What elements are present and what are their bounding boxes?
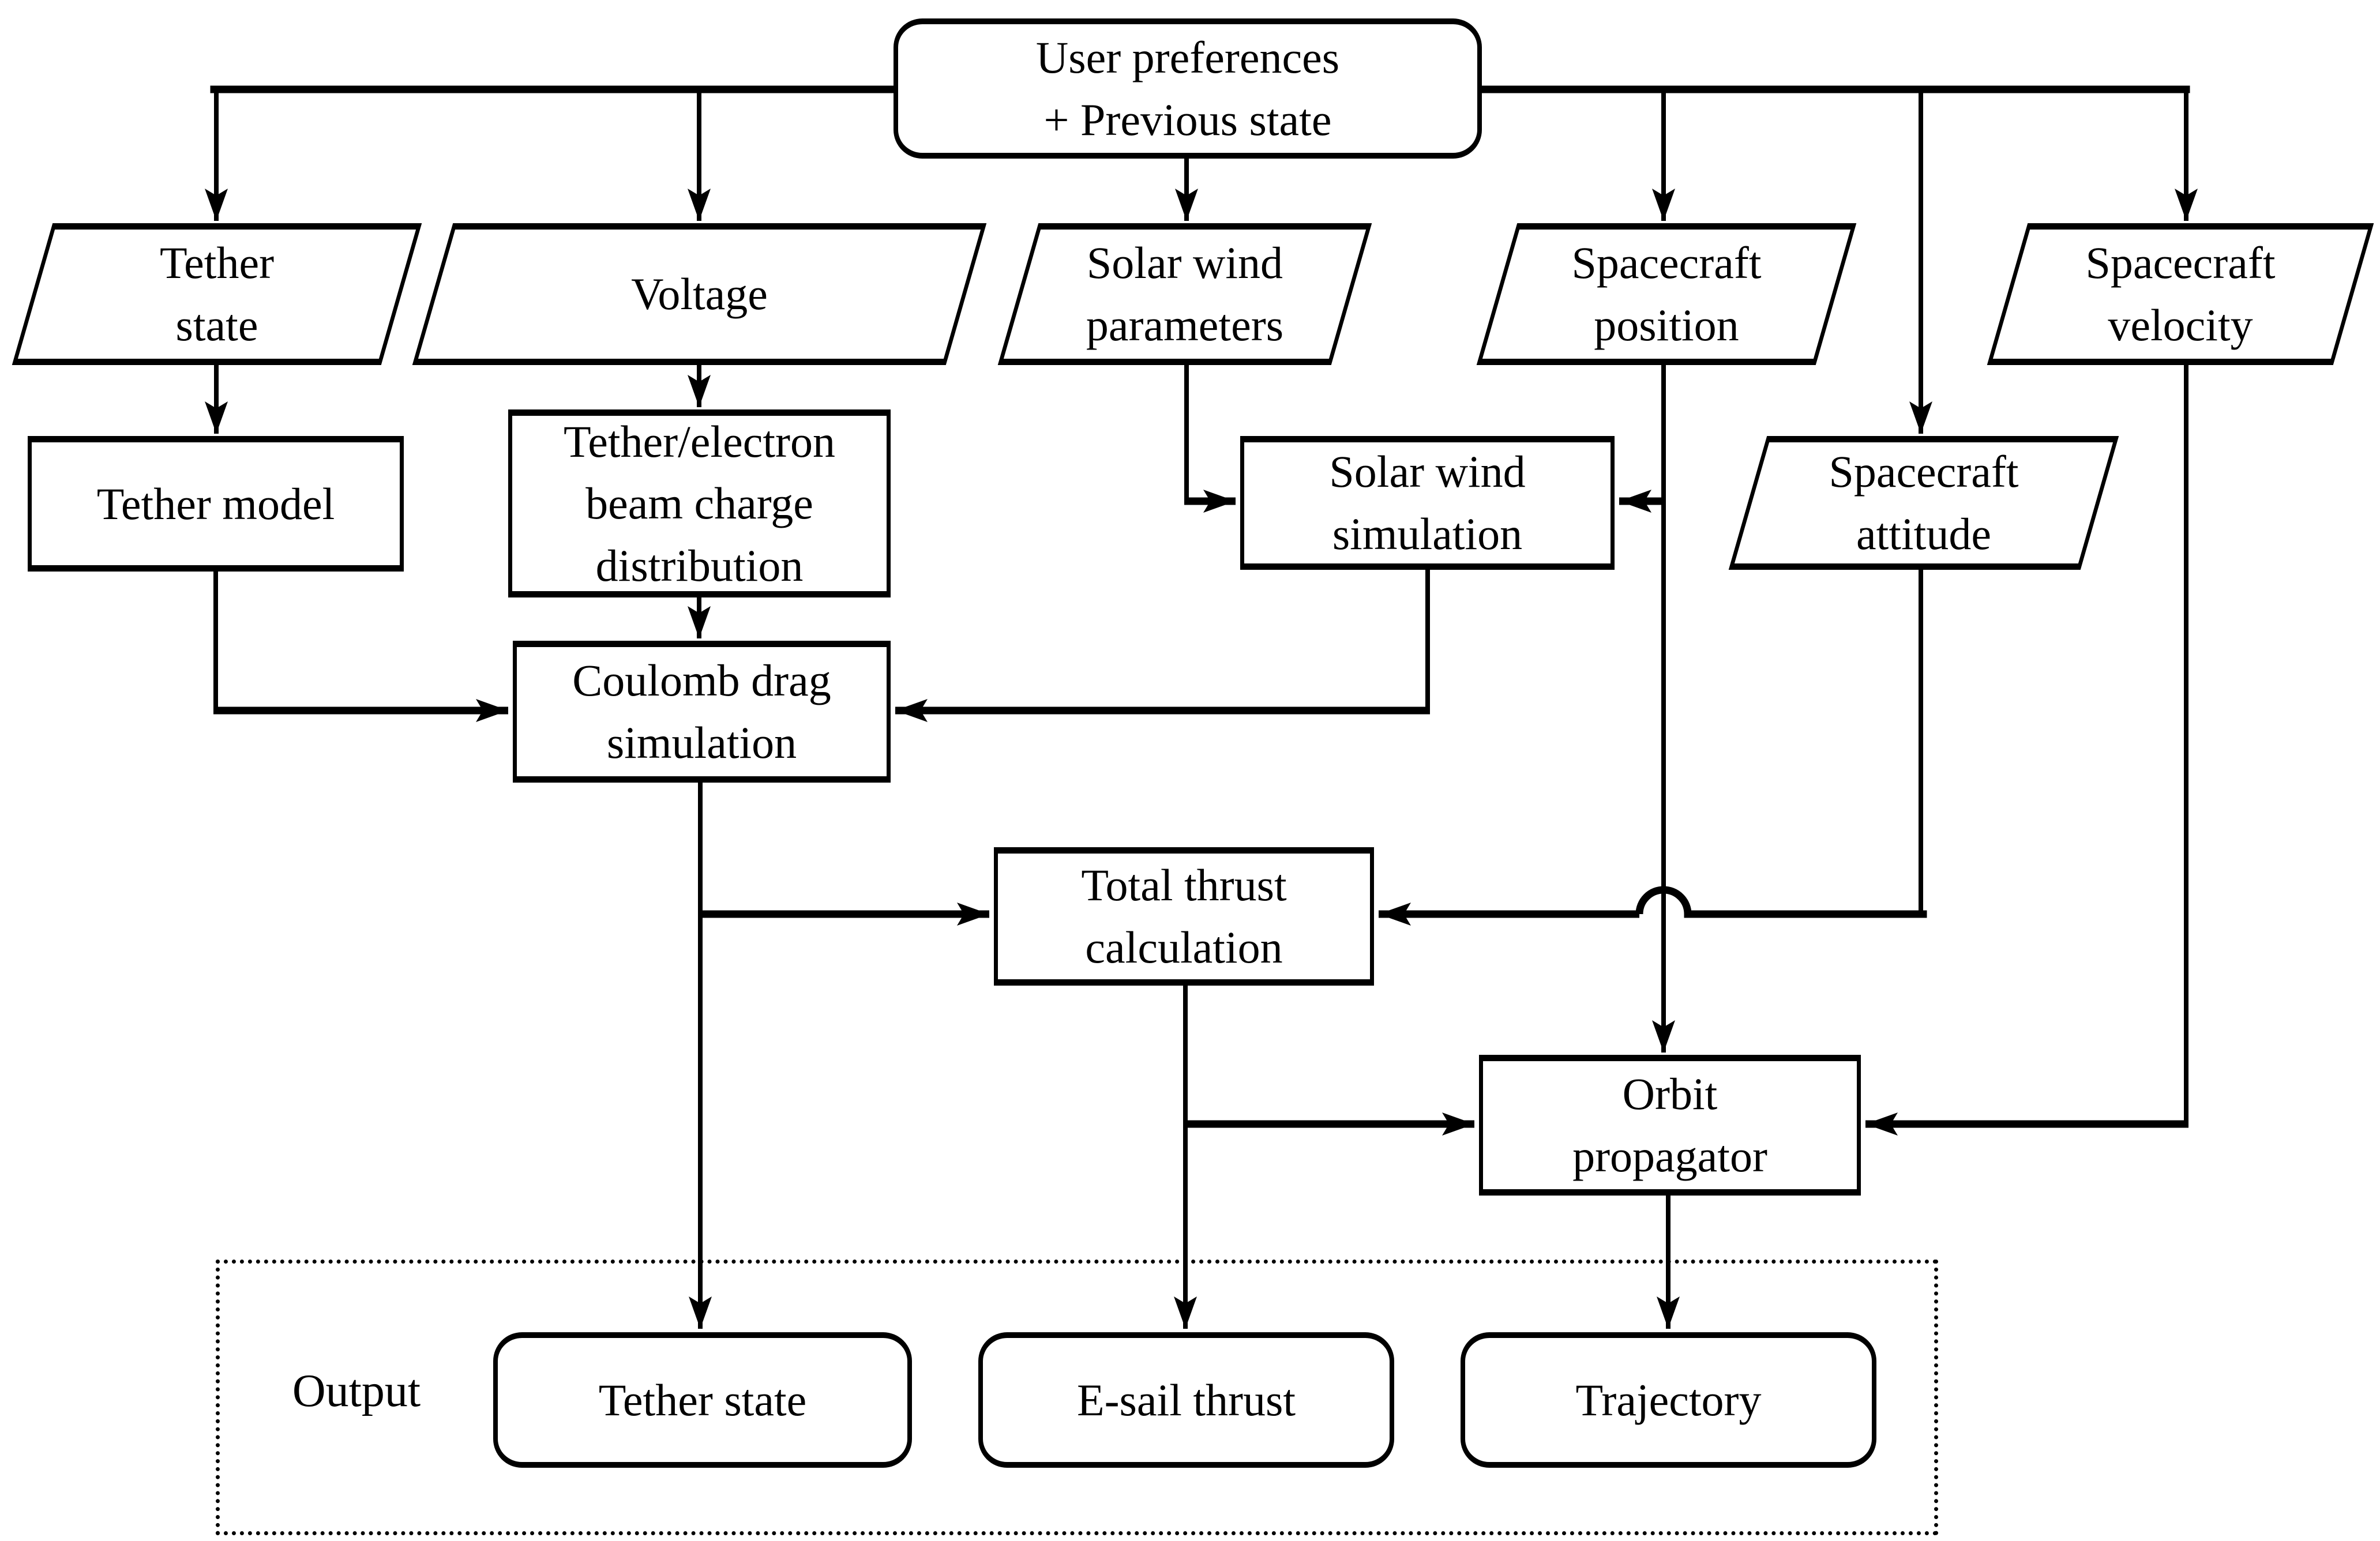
node-input-voltage: Voltage xyxy=(412,223,987,365)
node-input-solar-wind-parameters: Solar wind parameters xyxy=(997,223,1372,365)
node-user-preferences: User preferences + Previous state xyxy=(894,18,1482,159)
input-spacecraft-velocity-label: Spacecraft velocity xyxy=(2085,238,2276,350)
input-spacecraft-position-label: Spacecraft position xyxy=(1571,238,1762,350)
node-total-thrust-calculation: Total thrust calculation xyxy=(994,847,1374,986)
user-preferences-label: User preferences + Previous state xyxy=(1035,32,1340,145)
coulomb-drag-simulation-label: Coulomb drag simulation xyxy=(572,655,831,768)
solar-wind-simulation-label: Solar wind simulation xyxy=(1329,446,1526,559)
node-input-spacecraft-velocity: Spacecraft velocity xyxy=(1987,223,2374,365)
node-output-trajectory: Trajectory xyxy=(1461,1332,1876,1468)
tether-model-box xyxy=(28,436,404,572)
coulomb-drag-simulation-box xyxy=(513,641,891,783)
node-solar-wind-simulation: Solar wind simulation xyxy=(1240,436,1615,570)
node-coulomb-drag-simulation: Coulomb drag simulation xyxy=(513,641,891,783)
total-thrust-calculation-box xyxy=(994,847,1374,986)
solar-wind-simulation-box xyxy=(1240,436,1615,570)
input-spacecraft-attitude-label: Spacecraft attitude xyxy=(1829,446,2019,559)
output-group-label: Output xyxy=(292,1366,421,1416)
output-trajectory-box xyxy=(1461,1332,1876,1468)
charge-distribution-box xyxy=(508,409,891,597)
output-tether-state-box xyxy=(493,1332,912,1468)
node-input-spacecraft-attitude: Spacecraft attitude xyxy=(1728,436,2119,570)
node-input-tether-state: Tether state xyxy=(12,223,422,365)
output-tether-state-label: Tether state xyxy=(598,1374,807,1425)
total-thrust-calculation-label: Total thrust calculation xyxy=(1081,860,1287,972)
node-orbit-propagator: Orbit propagator xyxy=(1479,1055,1861,1196)
node-input-spacecraft-position: Spacecraft position xyxy=(1476,223,1857,365)
input-voltage-label: Voltage xyxy=(631,269,768,320)
user-preferences-box xyxy=(894,18,1482,159)
node-output-esail-thrust: E-sail thrust xyxy=(978,1332,1394,1468)
output-esail-thrust-box xyxy=(978,1332,1394,1468)
node-output-tether-state: Tether state xyxy=(493,1332,912,1468)
charge-distribution-label: Tether/electron beam charge distribution xyxy=(564,416,835,591)
node-tether-model: Tether model xyxy=(28,436,404,572)
input-tether-state-label: Tether state xyxy=(159,238,275,350)
output-esail-thrust-label: E-sail thrust xyxy=(1076,1374,1296,1425)
output-trajectory-label: Trajectory xyxy=(1575,1374,1762,1425)
orbit-propagator-box xyxy=(1479,1055,1861,1196)
line-crossing-hop xyxy=(1635,886,1692,915)
input-solar-wind-parameters-label: Solar wind parameters xyxy=(1086,238,1284,350)
output-group-container xyxy=(216,1260,1938,1535)
orbit-propagator-label: Orbit propagator xyxy=(1572,1069,1767,1181)
tether-model-label: Tether model xyxy=(96,478,335,529)
node-charge-distribution: Tether/electron beam charge distribution xyxy=(508,409,891,597)
